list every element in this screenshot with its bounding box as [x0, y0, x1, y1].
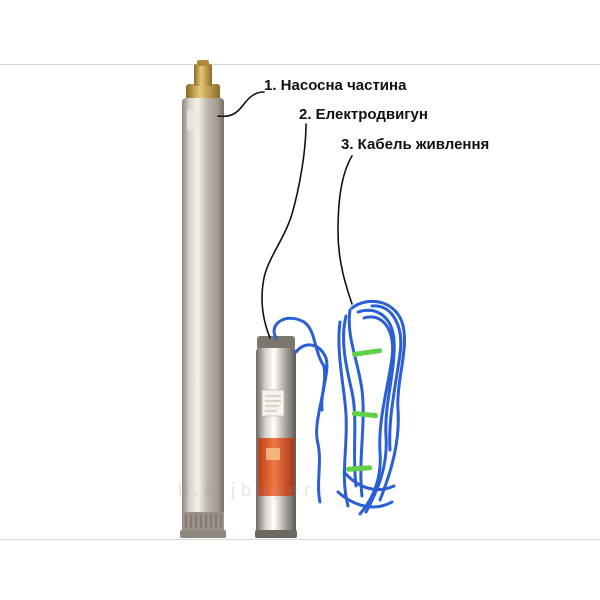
- top-divider: [0, 64, 600, 65]
- bottom-divider: [0, 539, 600, 540]
- cable-ties: [346, 348, 383, 472]
- motor: [255, 336, 297, 538]
- leader-lines: [217, 91, 353, 339]
- label-pump-part: 1. Насосна частина: [264, 77, 407, 94]
- label-motor: 2. Електродвигун: [299, 106, 428, 123]
- watermark: b.c jbuyer: [178, 480, 317, 500]
- label-power-cable: 3. Кабель живлення: [341, 136, 490, 153]
- pump-tube: [180, 60, 226, 538]
- power-cable: [272, 299, 406, 516]
